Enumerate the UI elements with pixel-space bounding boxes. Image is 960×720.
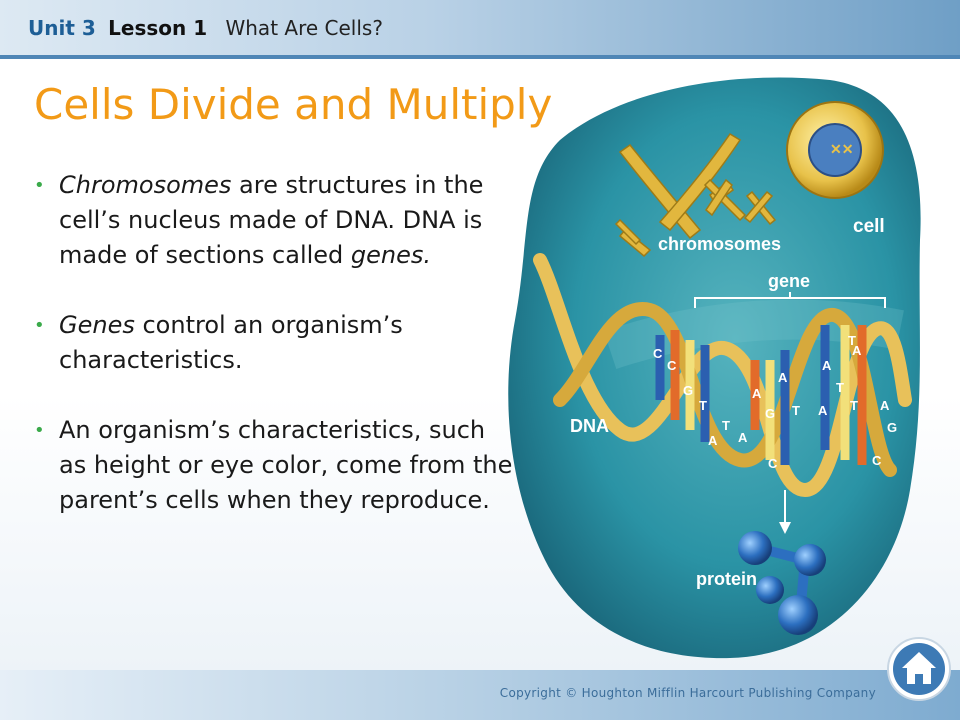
bullet-marker: • [34, 175, 45, 196]
chromosome-drawing [614, 132, 777, 258]
bullet-list: • Chromosomes are structures in the cell’… [34, 168, 514, 553]
header-band [0, 0, 960, 55]
lesson-header: Unit 3 Lesson 1 What Are Cells? [28, 16, 383, 40]
unit-label: Unit 3 [28, 16, 96, 40]
lesson-title: What Are Cells? [225, 16, 383, 40]
dna-base-letter: G [887, 420, 897, 435]
bullet-text: Chromosomes [59, 171, 232, 199]
dna-base-letter: G [765, 406, 775, 421]
header-divider [0, 55, 960, 59]
dna-base-letter: A [738, 430, 748, 445]
bullet-text: Genes [59, 311, 135, 339]
dna-base-letter: A [708, 433, 718, 448]
dna-base-letter: G [683, 383, 693, 398]
protein-label: protein [696, 569, 757, 589]
dna-base-letter: C [872, 453, 882, 468]
bullet-text: An organism’s characteristics, such as h… [59, 416, 513, 514]
footer-band [0, 670, 960, 720]
protein-drawing [738, 531, 826, 635]
dna-base-letter: C [768, 456, 778, 471]
dna-base-letter: A [852, 343, 862, 358]
dna-base-letter: C [653, 346, 663, 361]
home-icon [902, 652, 936, 684]
dna-base-letter: A [880, 398, 890, 413]
dna-base-letter: T [722, 418, 730, 433]
dna-base-letter: T [850, 398, 858, 413]
dna-base-letter: A [822, 358, 832, 373]
bullet-item: • An organism’s characteristics, such as … [34, 413, 514, 518]
chromosomes-label: chromosomes [658, 234, 781, 254]
bullet-item: • Chromosomes are structures in the cell’… [34, 168, 514, 273]
cell-label: cell [853, 216, 885, 237]
bullet-marker: • [34, 315, 45, 336]
dna-helix [533, 253, 912, 498]
bullet-text: are structures in the cell’s nucleus mad… [59, 171, 484, 269]
dna-base-letter: T [848, 333, 856, 348]
dna-base-letter: T [792, 403, 800, 418]
dna-base-letter: T [699, 398, 707, 413]
dna-base-letter: C [667, 358, 677, 373]
lesson-label: Lesson 1 [108, 16, 208, 40]
dna-base-letter: T [836, 380, 844, 395]
bullet-text: genes. [350, 241, 432, 269]
dna-base-letter: A [778, 370, 788, 385]
home-button[interactable] [886, 636, 952, 702]
svg-text:✕✕: ✕✕ [830, 141, 853, 157]
bullet-marker: • [34, 420, 45, 441]
bullet-text: control an organism’s characteristics. [59, 311, 403, 374]
gene-label: gene [768, 271, 810, 291]
slide-title: Cells Divide and Multiply [34, 80, 553, 129]
dna-label: DNA [570, 416, 609, 436]
illustration-backdrop [508, 77, 921, 659]
cell-dna-illustration: ✕✕ cell chromosomes gene CC [508, 77, 921, 659]
dna-base-letter: A [818, 403, 828, 418]
copyright-text: Copyright © Houghton Mifflin Harcourt Pu… [499, 686, 876, 700]
dna-base-letter: A [752, 386, 762, 401]
bullet-item: • Genes control an organism’s characteris… [34, 308, 514, 378]
